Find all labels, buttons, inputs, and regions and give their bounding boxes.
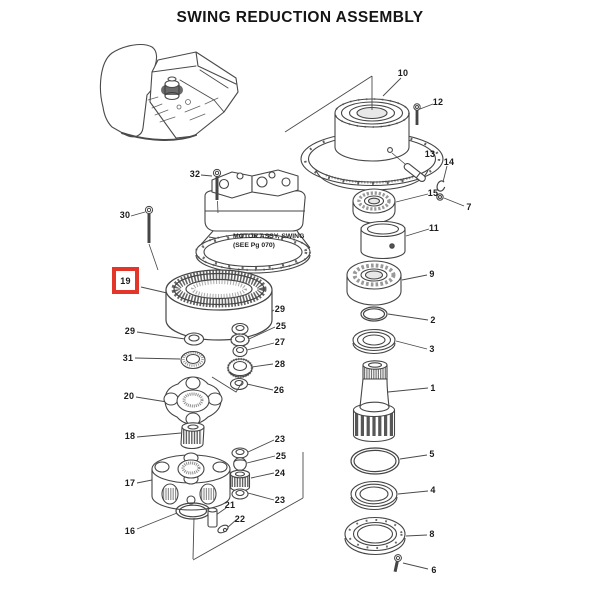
callout-4[interactable]: 4 <box>430 485 436 495</box>
nut-27 <box>232 344 248 358</box>
bolt-32 <box>212 168 222 214</box>
callout-6[interactable]: 6 <box>431 565 437 575</box>
callout-18[interactable]: 18 <box>124 431 136 441</box>
callout-23-lower[interactable]: 23 <box>274 495 286 505</box>
bolt-12 <box>413 103 421 125</box>
callout-25-lower[interactable]: 25 <box>275 451 287 461</box>
callout-10[interactable]: 10 <box>397 68 409 78</box>
nut-7 <box>436 193 444 201</box>
callout-30[interactable]: 30 <box>119 210 131 220</box>
o-ring-5 <box>350 447 400 475</box>
housing-10 <box>300 98 444 191</box>
callout-11[interactable]: 11 <box>429 223 439 233</box>
callout-32[interactable]: 32 <box>189 169 201 179</box>
callout-29-left[interactable]: 29 <box>124 326 136 336</box>
pin-13 <box>391 152 426 183</box>
ball-25-lower <box>233 457 247 471</box>
callout-5[interactable]: 5 <box>429 449 435 459</box>
excavator-illustration <box>99 44 239 142</box>
sun-gear-18 <box>180 422 205 450</box>
bearing-15 <box>352 188 396 224</box>
motor-note-line2: (SEE Pg 070) <box>233 241 275 249</box>
callout-31[interactable]: 31 <box>122 353 134 363</box>
callout-25-upper[interactable]: 25 <box>275 321 287 331</box>
callout-29-right[interactable]: 29 <box>274 304 286 314</box>
part-19-ring-gear <box>165 269 273 341</box>
bearing-28 <box>226 357 254 379</box>
page-title: SWING REDUCTION ASSEMBLY <box>176 9 424 26</box>
callout-28[interactable]: 28 <box>274 359 286 369</box>
callout-13[interactable]: 13 <box>424 149 436 159</box>
bolt-6 <box>393 554 402 573</box>
swing-motor-assembly <box>194 169 312 274</box>
callout-8[interactable]: 8 <box>429 529 435 539</box>
callout-27[interactable]: 27 <box>274 337 286 347</box>
callout-24[interactable]: 24 <box>274 468 286 478</box>
callout-7[interactable]: 7 <box>466 202 472 212</box>
pin-21 <box>207 507 218 528</box>
washer-25-upper <box>230 333 250 347</box>
callout-20[interactable]: 20 <box>123 391 135 401</box>
assembly-lines <box>192 75 373 561</box>
callout-1[interactable]: 1 <box>430 383 436 393</box>
callout-17[interactable]: 17 <box>124 478 136 488</box>
sleeve-11 <box>360 220 406 260</box>
washer-29-right <box>231 322 249 336</box>
seal-4 <box>350 480 398 511</box>
snap-ring-16 <box>175 502 211 520</box>
seal-3 <box>352 328 396 355</box>
callout-9[interactable]: 9 <box>429 269 435 279</box>
bearing-9 <box>346 260 402 306</box>
cover-8 <box>344 516 406 556</box>
callout-26[interactable]: 26 <box>273 385 285 395</box>
washer-23-upper <box>231 447 249 459</box>
carrier-17 <box>151 452 231 511</box>
clip-14 <box>436 180 446 192</box>
callout-15[interactable]: 15 <box>427 188 439 198</box>
clip-22 <box>217 524 229 534</box>
callout-19[interactable]: 19 <box>120 275 131 286</box>
motor-note-line1: MOTOR ASSY, SWING <box>233 233 305 240</box>
carrier-20 <box>163 376 223 426</box>
bolt-30 <box>144 205 159 271</box>
callout-21[interactable]: 21 <box>224 500 236 510</box>
washer-29-left <box>183 332 205 346</box>
callout-16[interactable]: 16 <box>124 526 136 536</box>
pinion-shaft-1 <box>352 360 396 443</box>
callout-2[interactable]: 2 <box>430 315 436 325</box>
snap-ring-2 <box>360 306 388 322</box>
callout-14[interactable]: 14 <box>443 157 455 167</box>
washer-23-lower <box>231 488 249 500</box>
callout-3[interactable]: 3 <box>429 344 435 354</box>
callout-22[interactable]: 22 <box>234 514 246 524</box>
motor-note: MOTOR ASSY, SWING (SEE Pg 070) <box>233 233 304 250</box>
selected-part-highlight[interactable]: 19 <box>112 267 139 294</box>
bearing-31 <box>180 350 206 370</box>
planet-gear-24 <box>229 469 251 492</box>
callout-12[interactable]: 12 <box>432 97 444 107</box>
callout-23-upper[interactable]: 23 <box>274 434 286 444</box>
